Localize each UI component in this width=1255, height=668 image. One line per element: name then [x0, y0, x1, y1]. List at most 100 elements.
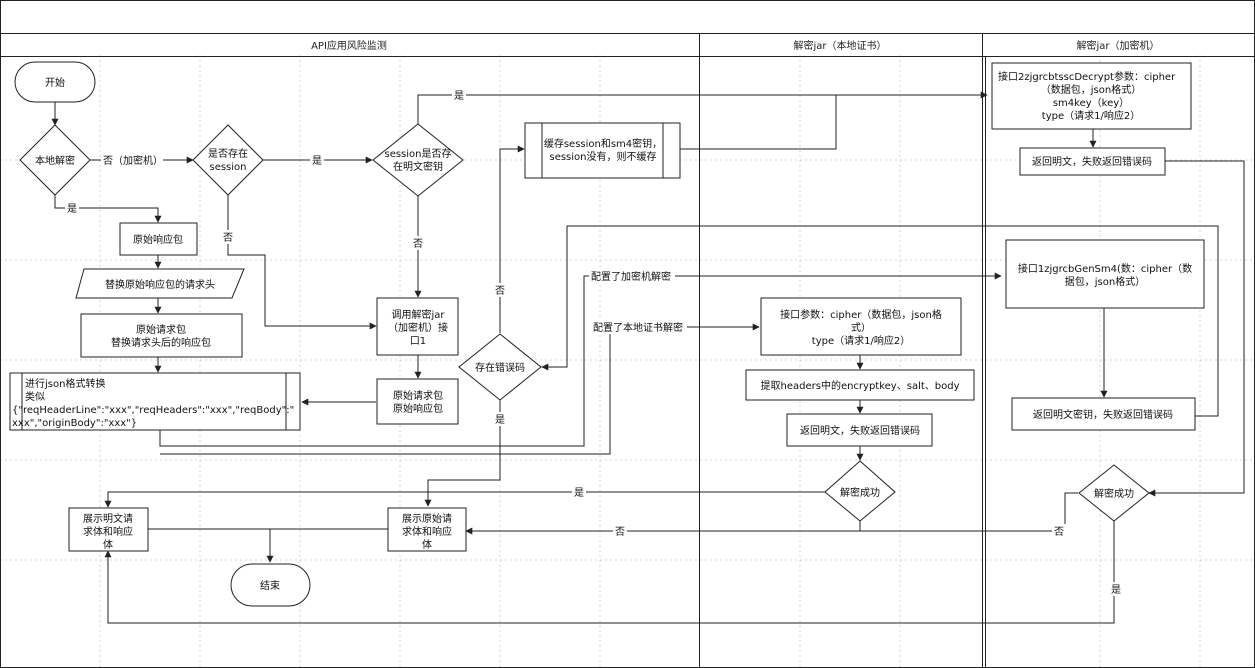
label-yes-local-success: 是 [574, 487, 584, 499]
node-local-interface-line1: 接口参数：cipher（数据包，json格 [780, 308, 942, 321]
label-yes-error: 是 [495, 414, 505, 426]
edge-plainkey-yes [417, 91, 988, 125]
edge-labels: 否（加密机） 是 是 是 否 否 否 是 配置了加密机解密 配置了本地证书解密 … [65, 88, 1123, 596]
node-session-plainkey-decision[interactable]: session是否存 在明文密钥 [372, 123, 464, 197]
node-hsm-interface2-line3: sm4key（key） [1053, 97, 1129, 109]
node-hsm-interface1[interactable]: 接口1zjgrcbGenSm4(数：cipher（数 据包，json格式） [1005, 239, 1205, 309]
node-call-decrypt-line1: 调用解密jar [391, 308, 445, 321]
node-local-interface-line3: type（请求1/响应2） [812, 334, 910, 347]
node-hsm-return-plain-label: 返回明文，失败返回错误码 [1032, 155, 1152, 168]
label-no-hsm-success: 否 [1054, 526, 1064, 538]
node-raw-request-line2: 替换请求头后的响应包 [111, 336, 211, 349]
node-hsm-interface1-line2: 据包，json格式） [1065, 275, 1145, 288]
node-cache-session-line1: 缓存session和sm4密钥， [544, 137, 662, 150]
node-extract-headers-label: 提取headers中的encryptkey、salt、body [761, 379, 960, 392]
node-hsm-interface2[interactable]: 接口2zjgrcbtsscDecrypt参数：cipher （数据包，json格… [991, 62, 1192, 130]
node-cache-session-line2: session没有，则不缓存 [549, 150, 656, 163]
label-yes-plainkey: 是 [454, 90, 464, 102]
node-raw-response-label: 原始响应包 [133, 233, 183, 246]
node-hsm-interface2-line4: type（请求1/响应2） [1042, 109, 1140, 122]
node-hsm-success-decision[interactable]: 解密成功 [1078, 464, 1150, 522]
edge-return-to-hsm-success [1148, 160, 1245, 497]
node-hsm-return-key-label: 返回明文密钥，失败返回错误码 [1033, 408, 1173, 421]
label-config-local: 配置了本地证书解密 [593, 321, 683, 334]
node-raw-request-line1: 原始请求包 [136, 323, 186, 336]
node-session-plainkey-line1: session是否存 [384, 147, 451, 160]
node-hsm-success-label: 解密成功 [1094, 487, 1134, 500]
node-local-success-decision[interactable]: 解密成功 [824, 460, 896, 522]
node-error-code-decision[interactable]: 存在错误码 [458, 333, 542, 401]
node-show-raw-line2: 求体和响应 [402, 525, 452, 538]
lane-title-local-cert: 解密jar（本地证书） [793, 39, 886, 52]
lane-title-hsm: 解密jar（加密机） [1076, 39, 1159, 52]
node-local-return[interactable]: 返回明文，失败返回错误码 [786, 413, 933, 447]
node-hsm-interface1-line1: 接口1zjgrcbGenSm4(数：cipher（数 [1018, 262, 1192, 275]
node-has-session-decision[interactable]: 是否存在 session [192, 124, 264, 196]
node-json-convert[interactable]: 进行json格式转换 类似 {"reqHeaderLine":"xxx","re… [9, 372, 301, 431]
edge-cache-to-iface2 [680, 95, 837, 150]
node-extract-headers[interactable]: 提取headers中的encryptkey、salt、body [745, 369, 975, 401]
node-call-decrypt-jar[interactable]: 调用解密jar （加密机）接 口1 [376, 297, 459, 356]
node-local-interface-line2: 式） [851, 321, 871, 334]
node-raw-request[interactable]: 原始请求包 替换请求头后的响应包 [80, 313, 243, 358]
node-raw-req-resp[interactable]: 原始请求包 原始响应包 [376, 378, 459, 425]
node-raw-req-resp-line2: 原始响应包 [393, 402, 443, 415]
node-json-convert-line2: 类似 [25, 390, 45, 403]
label-no-hsm: 否（加密机） [103, 154, 163, 167]
node-hsm-interface2-line2: （数据包，json格式） [1041, 83, 1141, 96]
node-show-raw[interactable]: 展示原始请 求体和响应 体 [387, 507, 467, 552]
node-error-code-label: 存在错误码 [475, 361, 525, 374]
node-hsm-interface2-line1: 接口2zjgrcbtsscDecrypt参数：cipher [998, 70, 1176, 83]
label-no-session: 否 [223, 232, 233, 244]
node-json-convert-line4: xxx","originBody":"xxx"} [12, 418, 137, 429]
node-end[interactable]: 结束 [230, 563, 311, 607]
node-raw-response[interactable]: 原始响应包 [119, 222, 198, 256]
node-show-plain-line2: 求体和响应 [83, 525, 133, 538]
node-start[interactable]: 开始 [14, 61, 96, 103]
edge-local-success-yes [104, 491, 826, 508]
node-show-plain-line3: 体 [103, 539, 113, 551]
node-local-decrypt-decision[interactable]: 本地解密 [19, 124, 91, 196]
label-yes-session: 是 [312, 155, 322, 167]
node-call-decrypt-line3: 口1 [410, 336, 426, 347]
edge-hsm-success-no [860, 492, 1078, 532]
node-has-session-line1: 是否存在 [208, 147, 248, 160]
label-no-plainkey: 否 [413, 238, 423, 250]
node-call-decrypt-line2: （加密机）接 [388, 321, 448, 334]
node-hsm-return-plain[interactable]: 返回明文，失败返回错误码 [1019, 147, 1166, 176]
node-local-decrypt-label: 本地解密 [35, 154, 75, 167]
edge-key-to-error-check [541, 225, 1219, 417]
node-hsm-return-key[interactable]: 返回明文密钥，失败返回错误码 [1011, 397, 1196, 431]
edge-hsm-success-yes [104, 520, 1115, 624]
node-start-label: 开始 [45, 76, 65, 89]
node-local-interface[interactable]: 接口参数：cipher（数据包，json格 式） type（请求1/响应2） [760, 297, 962, 356]
label-yes-local: 是 [67, 203, 77, 215]
label-config-hsm: 配置了加密机解密 [591, 270, 671, 283]
node-has-session-line2: session [209, 162, 246, 173]
node-show-raw-line3: 体 [422, 539, 432, 551]
edge-error-yes [424, 399, 501, 507]
node-show-raw-line1: 展示原始请 [402, 512, 452, 525]
node-raw-req-resp-line1: 原始请求包 [393, 389, 443, 402]
node-json-convert-line1: 进行json格式转换 [25, 377, 105, 390]
node-cache-session[interactable]: 缓存session和sm4密钥， session没有，则不缓存 [524, 122, 681, 179]
node-replace-header-label: 替换原始响应包的请求头 [105, 278, 215, 291]
edge-config-hsm [159, 272, 1002, 447]
edge-local-yes [54, 195, 162, 223]
label-no-local-success: 否 [615, 526, 625, 538]
node-replace-header[interactable]: 替换原始响应包的请求头 [75, 268, 245, 299]
node-end-label: 结束 [260, 579, 280, 592]
edges [51, 91, 1245, 624]
node-session-plainkey-line2: 在明文密钥 [393, 160, 443, 173]
label-yes-hsm-success: 是 [1111, 584, 1121, 596]
edge-local-success-no [465, 520, 861, 535]
edge-error-no [499, 145, 525, 333]
node-show-plain-line1: 展示明文请 [83, 512, 133, 525]
node-local-return-label: 返回明文，失败返回错误码 [800, 424, 920, 437]
label-no-error: 否 [495, 285, 505, 297]
node-local-success-label: 解密成功 [840, 486, 880, 499]
node-show-plain[interactable]: 展示明文请 求体和响应 体 [68, 507, 149, 552]
node-json-convert-line3: {"reqHeaderLine":"xxx","reqHeaders":"xxx… [12, 405, 294, 416]
